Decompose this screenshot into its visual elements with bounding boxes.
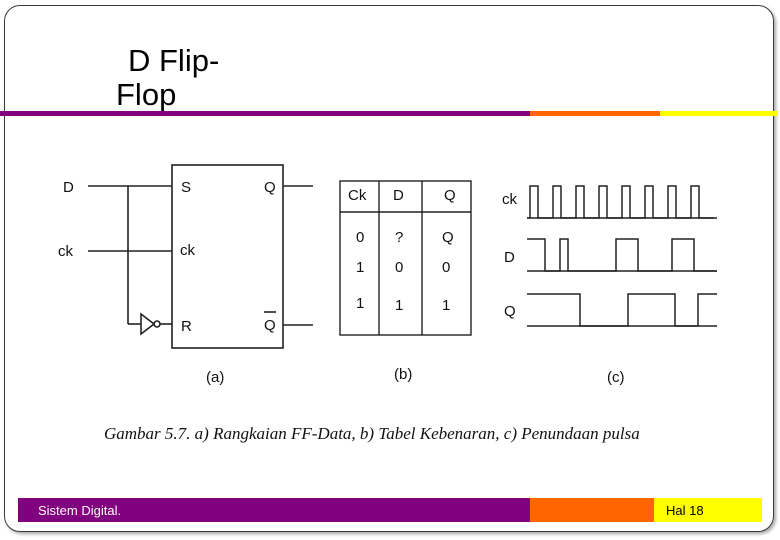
truth-table-cell: Q <box>442 229 454 246</box>
timing-baselines <box>527 217 717 327</box>
title-bar-purple <box>0 111 530 116</box>
truth-table-cell: 1 <box>442 297 450 314</box>
truth-table-cell: 1 <box>395 297 403 314</box>
circuit-diagram <box>88 164 313 349</box>
slide-title-line2: Flop <box>116 77 177 112</box>
inverter-symbol <box>140 312 156 336</box>
footer-orange-bar <box>530 498 654 522</box>
truth-table-grid <box>339 180 472 336</box>
truth-table-cell: 0 <box>442 259 450 276</box>
footer-course-bar: Sistem Digital. <box>18 498 530 522</box>
timing-signal-ck: ck <box>502 191 518 208</box>
output-q-label: Q <box>264 179 276 196</box>
footer-page-bar: Hal 18 <box>654 498 762 522</box>
input-ck-label: ck <box>58 243 74 260</box>
footer-page-number: Hal 18 <box>666 503 704 518</box>
truth-table-cell: 0 <box>356 229 364 246</box>
slide-frame <box>4 5 774 532</box>
timing-label: (c) <box>607 369 625 386</box>
timing-signal-q: Q <box>504 303 516 320</box>
q-waveform <box>527 293 717 327</box>
figure-caption: Gambar 5.7. a) Rangkaian FF-Data, b) Tab… <box>104 424 640 443</box>
pin-r-label: R <box>181 318 192 335</box>
pin-s-label: S <box>181 179 191 196</box>
slide-title-line1: D Flip- <box>128 43 220 78</box>
truth-table-header-q: Q <box>444 187 456 204</box>
d-waveform <box>527 238 717 272</box>
input-d-label: D <box>63 179 74 196</box>
truth-table-label: (b) <box>394 366 412 383</box>
truth-table-border <box>339 180 472 336</box>
slide-title: D Flip- Flop <box>116 44 316 112</box>
output-qbar-label: Q <box>264 317 276 334</box>
title-bar-orange <box>530 111 660 116</box>
truth-table-header-d: D <box>393 187 404 204</box>
timing-signal-d: D <box>504 249 515 266</box>
title-bar-yellow <box>660 111 778 116</box>
truth-table-cell: ? <box>395 229 403 246</box>
truth-table-header-ck: Ck <box>348 187 367 204</box>
truth-table-cell: 0 <box>395 259 403 276</box>
truth-table-cell: 1 <box>356 295 364 312</box>
footer-course-label: Sistem Digital. <box>38 503 122 518</box>
ck-waveform <box>527 185 714 219</box>
pin-ck-label: ck <box>180 242 196 259</box>
circuit-label: (a) <box>206 369 224 386</box>
flip-flop-block <box>171 164 284 349</box>
truth-table-cell: 1 <box>356 259 364 276</box>
